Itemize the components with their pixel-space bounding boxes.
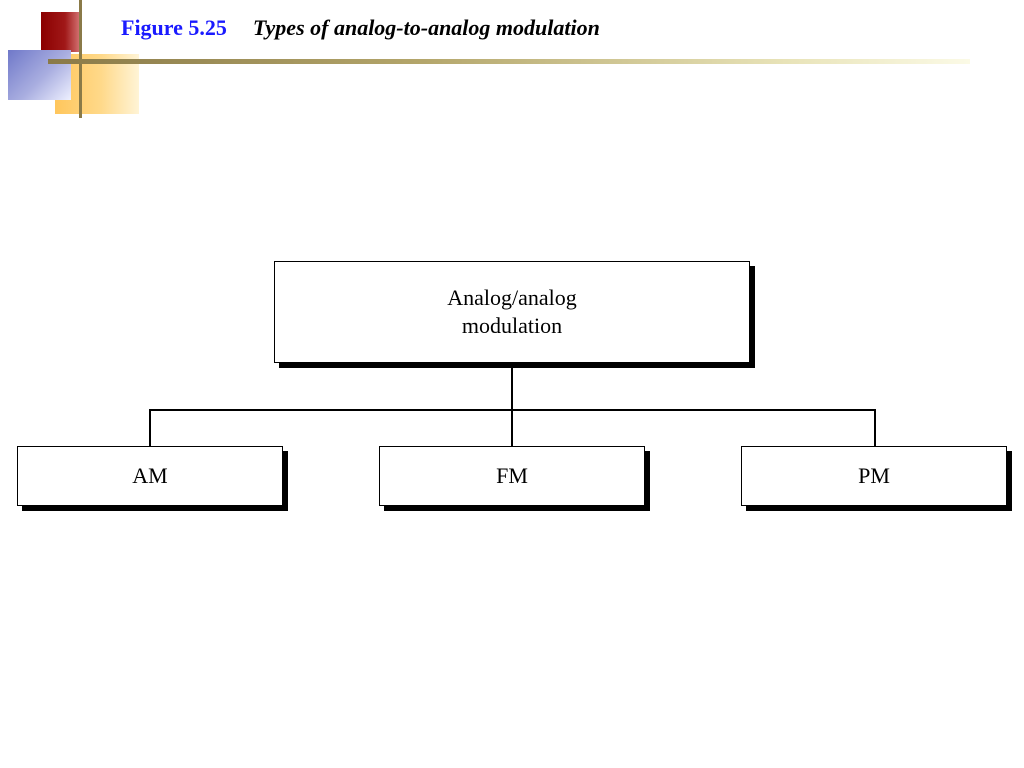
node-am: AM	[17, 446, 283, 506]
connector-drop-pm	[874, 409, 876, 446]
connector-trunk	[511, 363, 513, 446]
node-fm: FM	[379, 446, 645, 506]
figure-number: Figure 5.25	[121, 15, 227, 40]
decorative-red-square	[41, 12, 81, 52]
node-pm: PM	[741, 446, 1007, 506]
connector-drop-am	[149, 409, 151, 446]
page-title: Figure 5.25 Types of analog-to-analog mod…	[121, 15, 600, 41]
decorative-blue-square	[8, 50, 71, 100]
node-analog-analog-modulation: Analog/analog modulation	[274, 261, 750, 363]
figure-caption: Types of analog-to-analog modulation	[252, 15, 600, 40]
decorative-horizontal-line	[48, 59, 970, 64]
connector-bus	[149, 409, 876, 411]
